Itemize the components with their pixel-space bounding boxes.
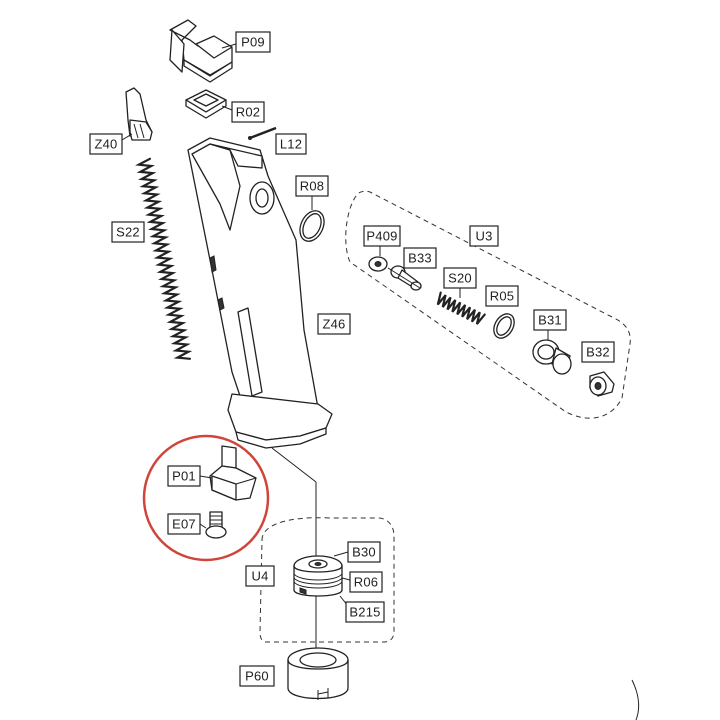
part-r08-oring <box>299 210 325 242</box>
part-p409-seal <box>368 256 388 272</box>
part-e07-screw <box>205 511 227 539</box>
leader-r06 <box>341 577 351 581</box>
label-l12: L12 <box>275 133 307 155</box>
leader-b30 <box>333 551 349 557</box>
svg-text:Z40: Z40 <box>94 137 117 152</box>
leader-p01 <box>199 475 213 479</box>
label-z46: Z46 <box>317 313 351 335</box>
svg-text:R08: R08 <box>300 179 324 194</box>
label-p409: P409 <box>363 225 401 247</box>
part-r05-oring <box>493 313 515 339</box>
svg-text:B215: B215 <box>349 605 380 620</box>
label-e07: E07 <box>167 513 201 535</box>
svg-text:B31: B31 <box>538 313 562 328</box>
label-u4: U4 <box>245 565 275 587</box>
label-r05: R05 <box>485 285 519 307</box>
label-r06: R06 <box>349 571 383 593</box>
svg-text:U3: U3 <box>475 229 492 244</box>
u3-axis-line <box>387 267 421 289</box>
label-r08: R08 <box>295 175 329 197</box>
svg-text:B32: B32 <box>586 345 610 360</box>
part-p60-base-cap <box>287 647 349 700</box>
svg-text:R06: R06 <box>354 575 378 590</box>
label-u3: U3 <box>469 225 499 247</box>
assembly-axis-line <box>271 447 317 483</box>
svg-text:E07: E07 <box>172 517 196 532</box>
spring-coil <box>436 291 486 325</box>
leader-r02 <box>221 105 233 111</box>
highlight-circle <box>142 434 270 562</box>
label-b30: B30 <box>347 541 381 563</box>
label-z40: Z40 <box>89 133 123 155</box>
bottom-right-arc <box>631 679 640 720</box>
svg-text:B33: B33 <box>408 251 432 266</box>
label-r02: R02 <box>231 101 265 123</box>
label-b33: B33 <box>403 247 437 269</box>
svg-text:R02: R02 <box>236 105 260 120</box>
label-s20: S20 <box>443 267 477 289</box>
part-z46-magazine-body <box>187 137 333 449</box>
part-b32-cap <box>589 371 615 397</box>
part-b31-valve-body <box>532 339 572 375</box>
svg-text:P60: P60 <box>245 669 269 684</box>
svg-text:S20: S20 <box>448 271 472 286</box>
svg-text:S22: S22 <box>116 225 140 240</box>
part-p01-latch <box>209 445 257 501</box>
label-p60: P60 <box>239 665 275 687</box>
svg-text:Z46: Z46 <box>322 317 345 332</box>
svg-text:U4: U4 <box>251 569 268 584</box>
part-s20-spring <box>436 291 486 325</box>
spring-coil <box>135 157 193 360</box>
svg-text:L12: L12 <box>280 137 302 152</box>
part-r02-pad <box>185 89 227 119</box>
part-z40-catch <box>125 87 153 141</box>
part-l12-pin <box>248 126 277 140</box>
svg-text:R05: R05 <box>490 289 514 304</box>
label-s22: S22 <box>111 221 145 243</box>
part-b30-r06-b215-stack <box>293 555 343 597</box>
label-b215: B215 <box>345 601 385 623</box>
label-b31: B31 <box>533 309 567 331</box>
leader-z40 <box>121 133 133 141</box>
svg-text:P09: P09 <box>241 35 265 50</box>
label-p01: P01 <box>167 465 201 487</box>
svg-text:P409: P409 <box>366 229 397 244</box>
part-s22-spring <box>135 157 193 360</box>
leader-p09 <box>221 43 237 49</box>
group-u3-boundary <box>345 190 631 419</box>
svg-text:P01: P01 <box>172 469 196 484</box>
label-b32: B32 <box>581 341 615 363</box>
leader-e07 <box>199 523 207 529</box>
part-p09-follower <box>169 19 233 83</box>
svg-text:B30: B30 <box>352 545 376 560</box>
label-p09: P09 <box>235 31 271 53</box>
